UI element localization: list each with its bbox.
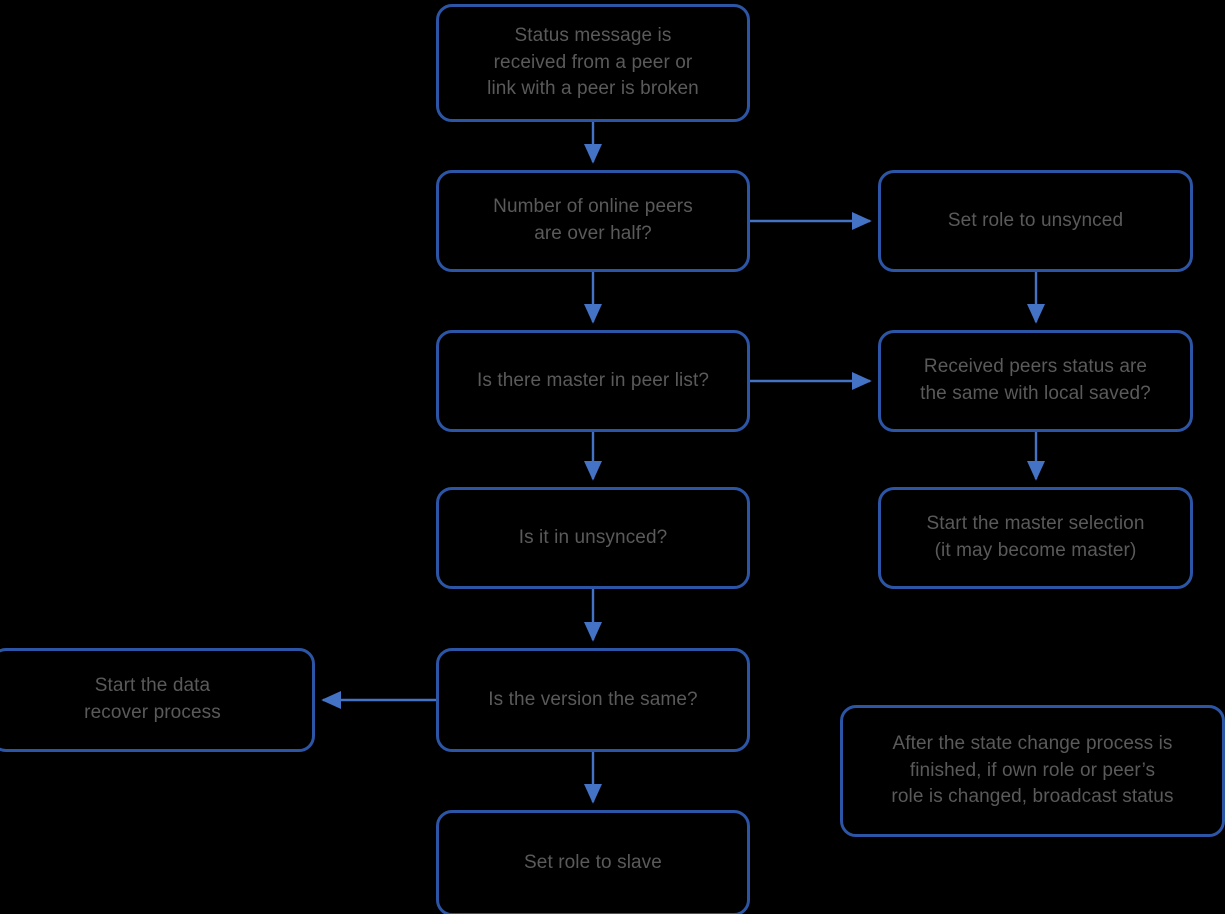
node-label: Is it in unsynced? [518, 526, 668, 548]
node-is-there-master-in-peer-list[interactable]: Is there master in peer list? [436, 330, 750, 432]
node-set-role-to-unsynced[interactable]: Set role to unsynced [878, 170, 1193, 272]
node-label: Start the master selection (it may becom… [926, 513, 1145, 561]
node-label: Status message is received from a peer o… [487, 24, 699, 100]
node-label: Start the data recover process [84, 675, 221, 723]
node-label: Received peers status are the same with … [920, 356, 1151, 404]
node-label: Set role to unsynced [947, 209, 1124, 231]
node-start-data-recover-process[interactable]: Start the data recover process [0, 648, 315, 752]
node-online-peers-over-half[interactable]: Number of online peers are over half? [436, 170, 750, 272]
node-is-it-in-unsynced[interactable]: Is it in unsynced? [436, 487, 750, 589]
node-start-master-selection[interactable]: Start the master selection (it may becom… [878, 487, 1193, 589]
node-set-role-to-slave[interactable]: Set role to slave [436, 810, 750, 914]
node-broadcast-status-note[interactable]: After the state change process is finish… [840, 705, 1225, 837]
node-status-message-received[interactable]: Status message is received from a peer o… [436, 4, 750, 122]
node-label: After the state change process is finish… [891, 732, 1174, 808]
node-label: Set role to slave [524, 851, 662, 873]
node-received-peers-status-same[interactable]: Received peers status are the same with … [878, 330, 1193, 432]
node-label: Number of online peers are over half? [493, 196, 693, 244]
node-label: Is the version the same? [488, 688, 698, 710]
node-label: Is there master in peer list? [476, 369, 710, 391]
node-is-the-version-the-same[interactable]: Is the version the same? [436, 648, 750, 752]
